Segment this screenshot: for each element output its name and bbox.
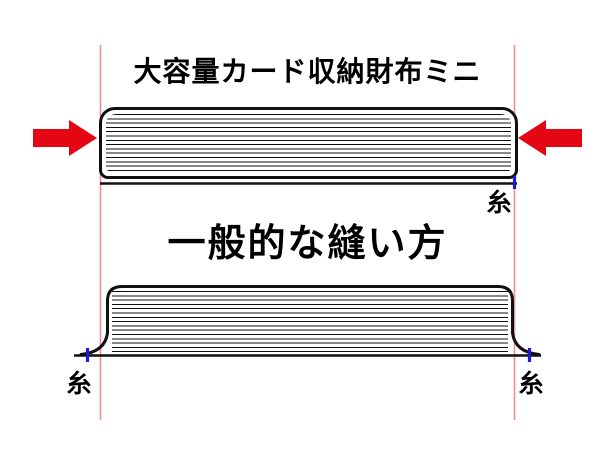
thread-label-bottom-right: 糸	[518, 369, 544, 398]
wallet-bottom-hatch	[112, 291, 508, 352]
wallet-top-shape	[99, 107, 518, 179]
top-diagram-title: 大容量カード収納財布ミニ	[133, 55, 482, 88]
compress-arrow-left-icon	[33, 120, 97, 156]
wallet-top-hatch	[106, 114, 511, 172]
thread-label-top-right: 糸	[486, 188, 512, 217]
wallet-bottom-outline	[79, 285, 541, 356]
thread-label-bottom-left: 糸	[66, 369, 92, 398]
bottom-diagram-title: 一般的な縫い方	[167, 221, 448, 265]
compress-arrow-right-icon	[518, 120, 582, 156]
